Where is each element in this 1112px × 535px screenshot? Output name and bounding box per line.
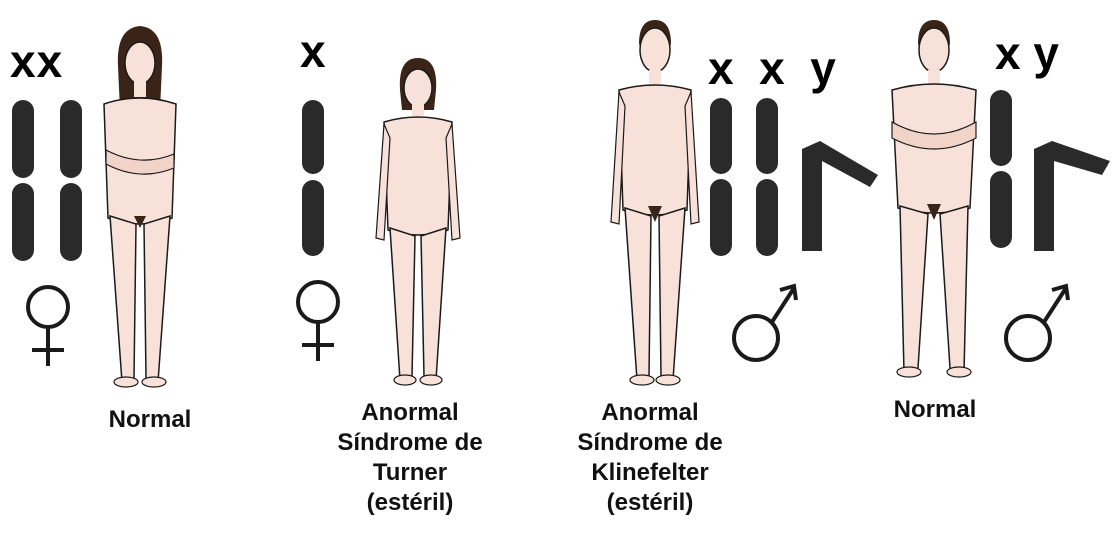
female-symbol-icon	[288, 275, 348, 365]
x-chromosome-icon	[10, 98, 36, 263]
male-body-icon	[878, 12, 990, 382]
female-body-icon	[90, 18, 190, 390]
panel-klinefelter: x x y Anormal Síndrome de Klinefelter (e…	[550, 0, 880, 535]
y-chromosome-icon	[1030, 135, 1112, 255]
x-chromosome-icon	[708, 96, 734, 258]
panel-male-normal: x y Normal	[870, 0, 1112, 535]
caption-klinefelter: Anormal Síndrome de Klinefelter (estéril…	[550, 398, 750, 518]
panel-female-normal: xx Normal	[0, 0, 240, 535]
male-symbol-icon	[728, 278, 808, 370]
x-chromosome-icon	[988, 88, 1014, 250]
chromosome-label-xx: xx	[10, 38, 63, 84]
caption-male-normal: Normal	[870, 395, 1000, 425]
panel-turner: x Anormal Síndrome de Turner (estéril)	[280, 0, 540, 535]
male-body-icon	[605, 10, 705, 390]
caption-female-normal: Normal	[80, 405, 220, 435]
x-chromosome-icon	[300, 98, 326, 258]
male-symbol-icon	[1000, 278, 1080, 370]
x-chromosome-icon	[58, 98, 84, 263]
female-symbol-icon	[18, 280, 78, 370]
chromosome-label-xy: x y	[995, 30, 1059, 76]
chromosome-label-xxy: x x y	[708, 45, 836, 91]
female-body-icon	[370, 48, 466, 388]
chromosome-label-x: x	[300, 28, 326, 74]
x-chromosome-icon	[754, 96, 780, 258]
caption-turner: Anormal Síndrome de Turner (estéril)	[310, 398, 510, 518]
